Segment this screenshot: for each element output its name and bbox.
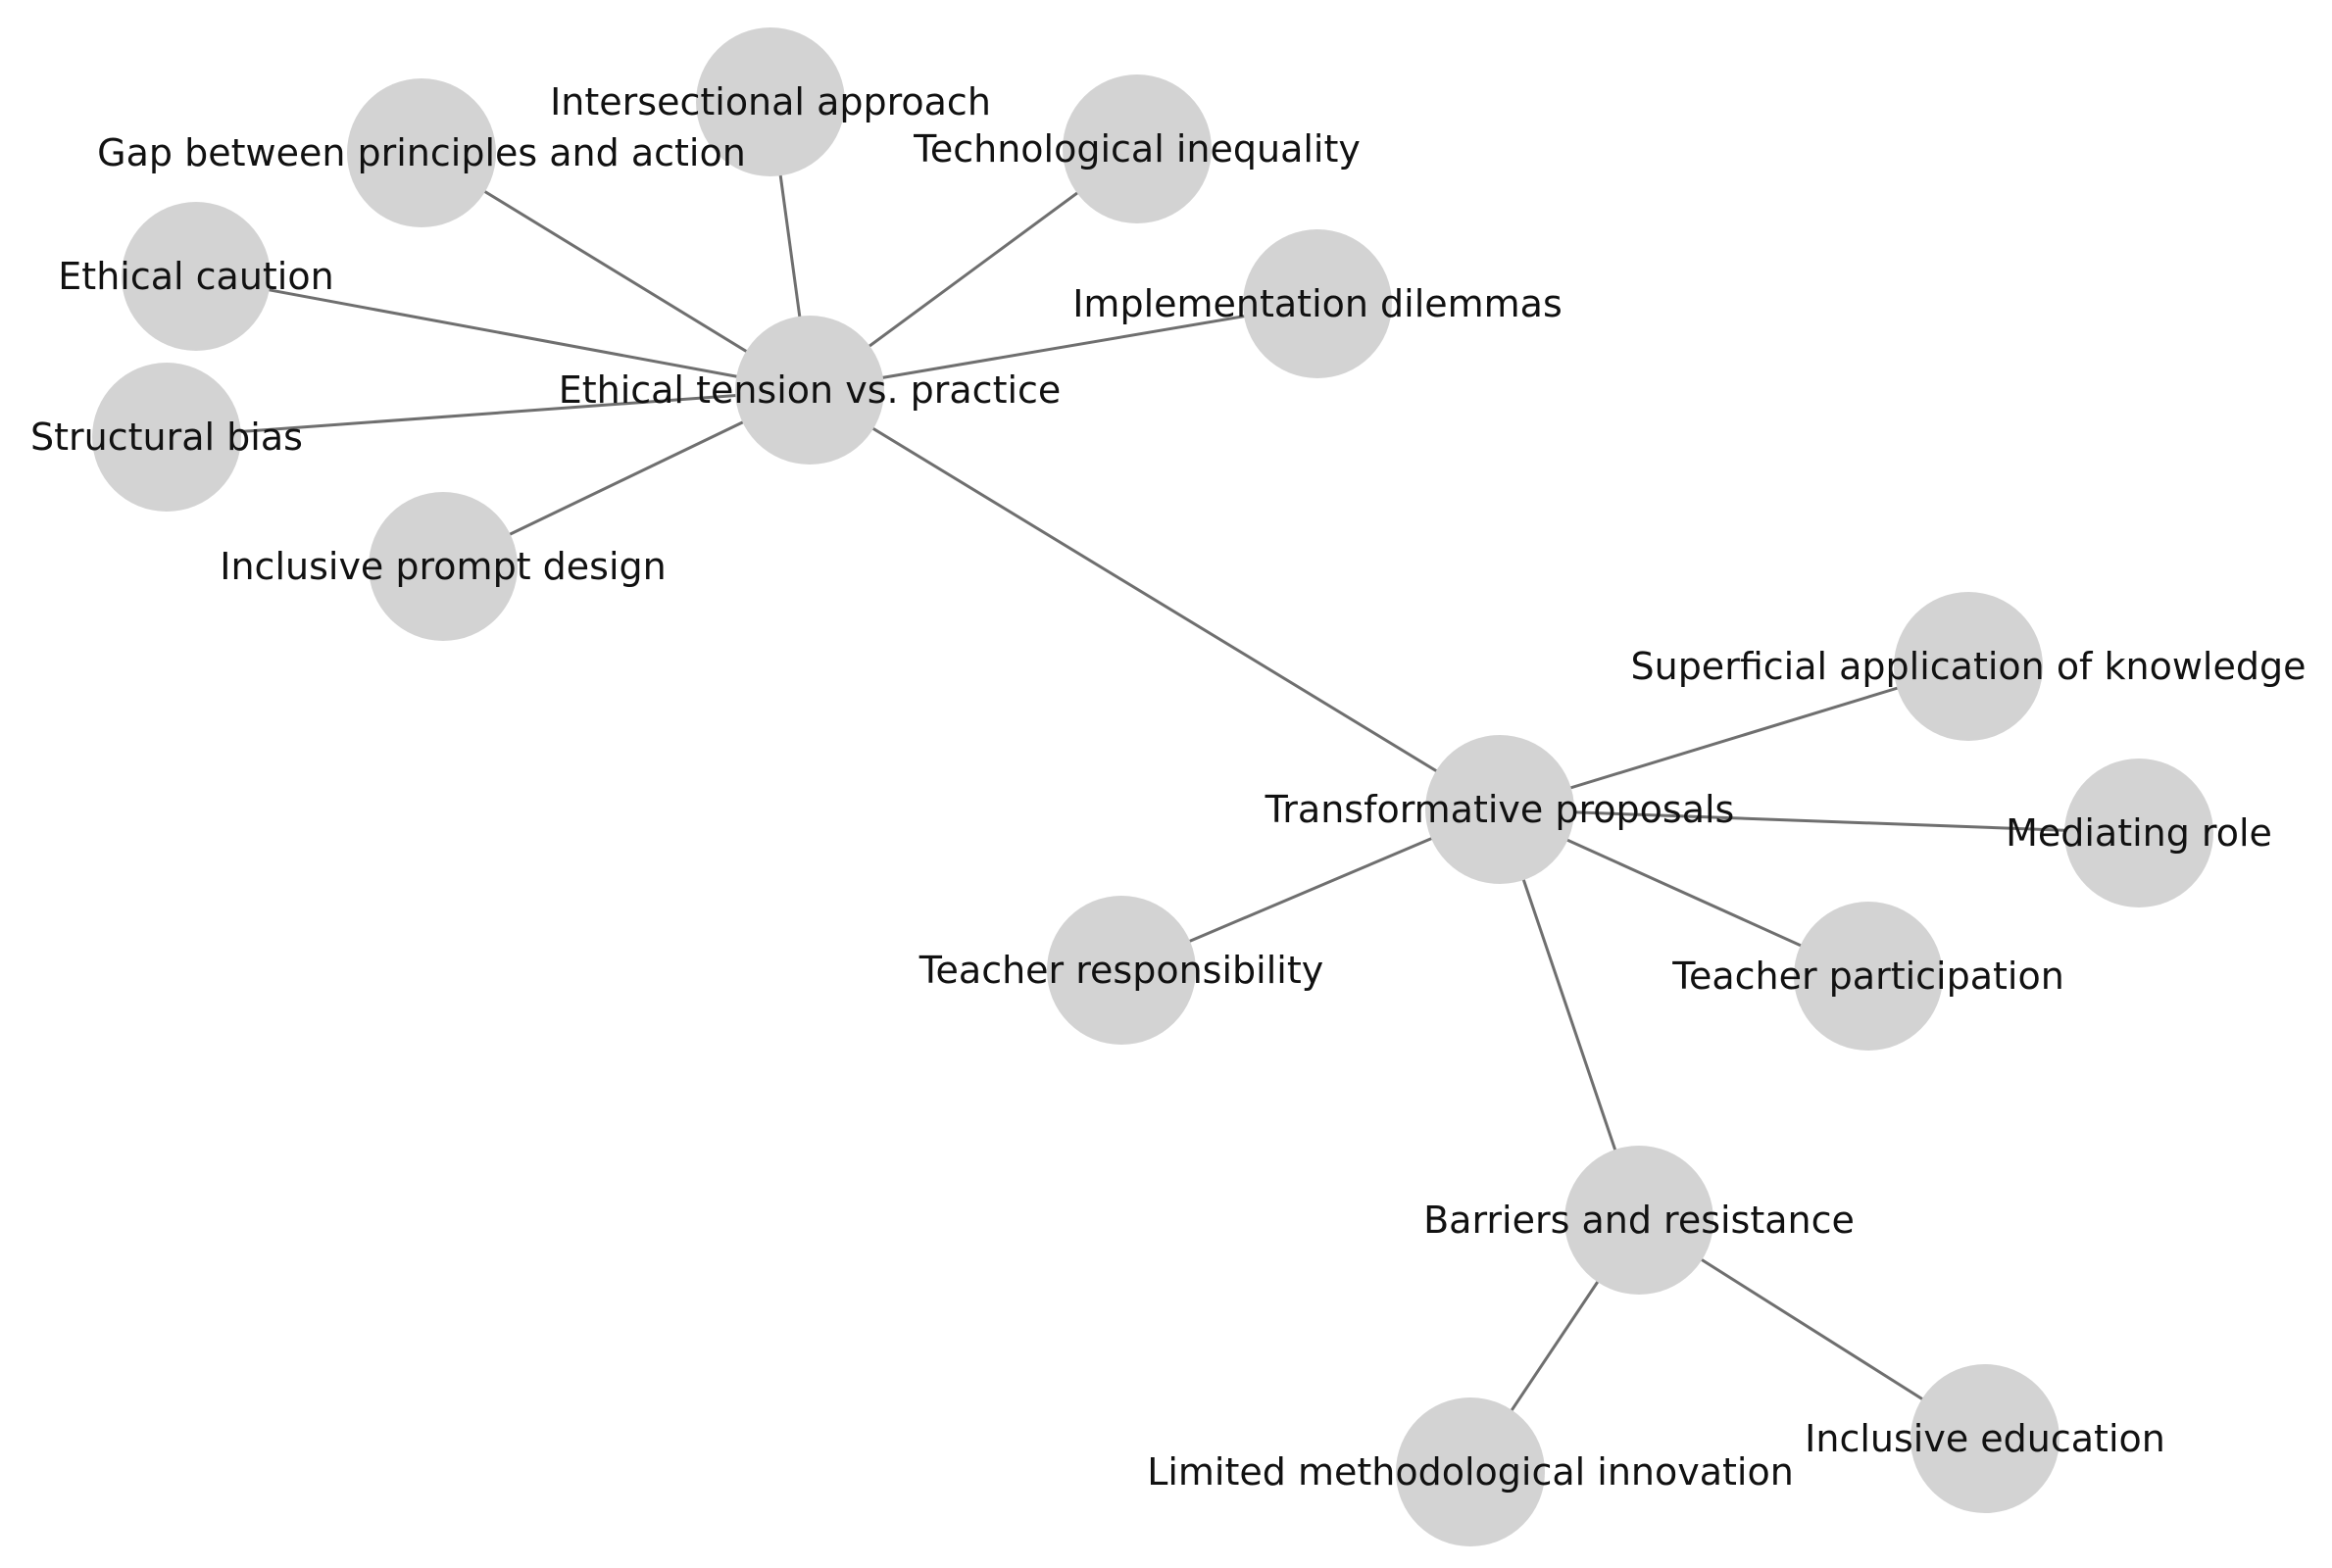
node-label-inclusive-prompt: Inclusive prompt design: [220, 545, 666, 588]
node-label-gap: Gap between principles and action: [97, 131, 746, 174]
node-label-ethical-caution: Ethical caution: [58, 255, 333, 298]
node-transformative: [1425, 735, 1574, 884]
node-label-superficial: Superficial application of knowledge: [1630, 645, 2306, 688]
node-intersectional: [696, 27, 845, 176]
node-implementation: [1243, 229, 1392, 378]
edge-transformative-to-mediating: [1499, 808, 2140, 835]
node-label-teacher-responsibility: Teacher responsibility: [918, 949, 1323, 992]
node-teacher-participation: [1794, 902, 1943, 1051]
node-gap: [347, 78, 496, 227]
edge-ethical-tension-to-ethical-caution: [195, 274, 811, 392]
node-label-transformative: Transformative proposals: [1265, 788, 1735, 831]
node-label-implementation: Implementation dilemmas: [1072, 282, 1563, 325]
node-structural-bias: [92, 363, 241, 512]
edge-ethical-tension-to-implementation: [809, 302, 1318, 392]
node-label-ethical-tension: Ethical tension vs. practice: [559, 368, 1062, 412]
node-inclusive-education: [1910, 1364, 2059, 1513]
node-label-mediating: Mediating role: [2006, 811, 2272, 855]
node-label-limited-innovation: Limited methodological innovation: [1147, 1450, 1794, 1494]
node-label-intersectional: Intersectional approach: [550, 80, 991, 123]
node-tech-inequality: [1063, 74, 1212, 223]
edge-ethical-tension-to-gap: [421, 151, 811, 392]
node-label-tech-inequality: Technological inequality: [913, 127, 1361, 171]
node-limited-innovation: [1396, 1397, 1545, 1546]
node-inclusive-prompt: [369, 492, 518, 641]
node-teacher-responsibility: [1047, 896, 1196, 1045]
edge-transformative-to-superficial: [1499, 664, 1969, 811]
node-ethical-tension: [735, 316, 884, 465]
node-label-teacher-participation: Teacher participation: [1671, 955, 2064, 998]
node-barriers: [1564, 1146, 1713, 1295]
node-label-inclusive-education: Inclusive education: [1805, 1417, 2165, 1460]
node-label-structural-bias: Structural bias: [30, 416, 303, 459]
node-superficial: [1894, 592, 2043, 741]
edge-ethical-tension-to-transformative: [809, 388, 1501, 811]
edge-ethical-tension-to-structural-bias: [166, 388, 811, 439]
node-mediating: [2064, 759, 2213, 907]
node-ethical-caution: [122, 202, 271, 351]
label-layer: Ethical tension vs. practiceTransformati…: [30, 80, 2306, 1494]
node-layer: [92, 27, 2213, 1546]
node-label-barriers: Barriers and resistance: [1423, 1199, 1855, 1242]
